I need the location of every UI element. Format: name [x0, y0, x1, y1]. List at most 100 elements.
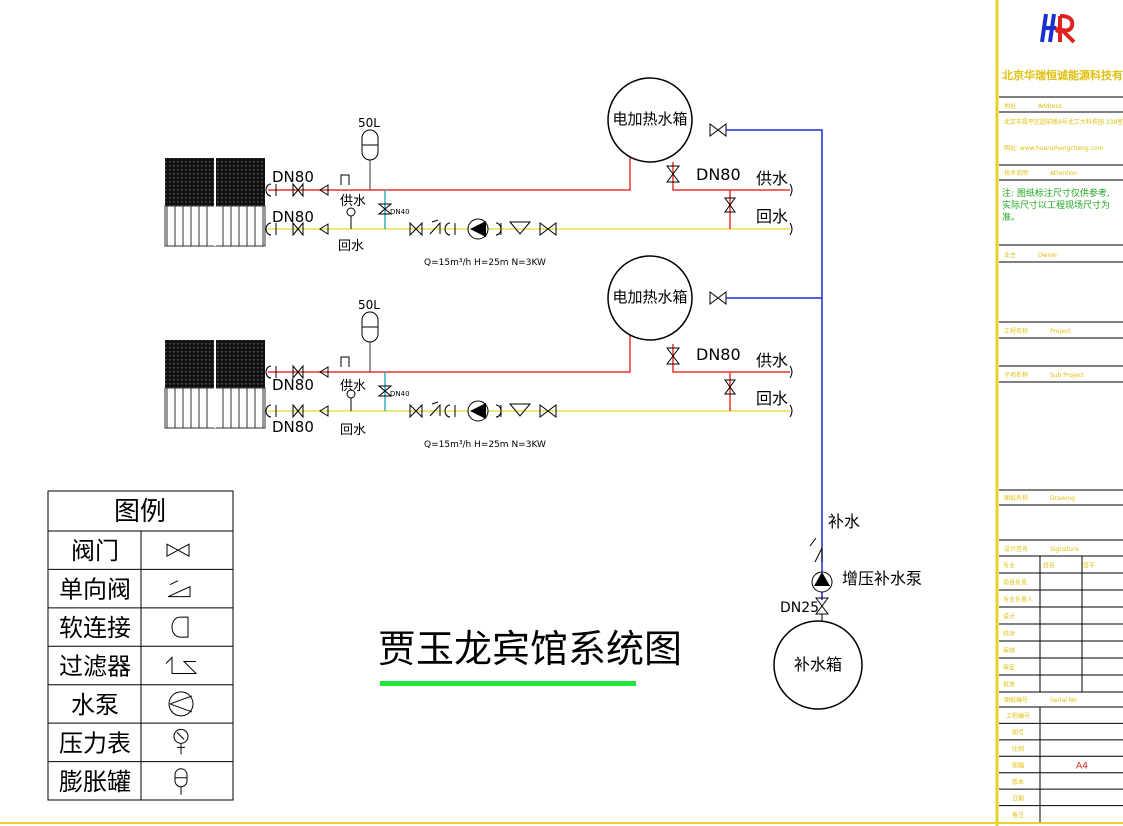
signature-cell: 专业	[1003, 562, 1015, 570]
owner-header: 业主 Owner	[1004, 251, 1058, 259]
signature-table: 专业姓名签字项目负责专业负责人设计校对审核审定批准	[999, 556, 1123, 692]
legend-title: 图例	[114, 497, 166, 527]
gate-valve-icon	[724, 197, 736, 213]
signature-cell: 审定	[1003, 664, 1015, 672]
expansion-label: 50L	[358, 298, 380, 312]
gate-valve-icon	[709, 291, 727, 305]
pump-spec: Q=15m³/h H=25m N=3KW	[424, 258, 546, 268]
makeup-system: 补水 增压补水泵 DN25 补水箱	[726, 129, 922, 710]
signature-cell: 批准	[1003, 681, 1015, 689]
note-text: 注: 图纸标注尺寸仅供参考, 实际尺寸以工程现场尺寸为准。	[1002, 189, 1111, 223]
chiller-unit	[164, 340, 266, 429]
strainer-icon	[265, 404, 277, 418]
pump-icon	[168, 691, 194, 717]
gate-valve-icon	[409, 221, 423, 237]
out-return-label: 回水	[756, 389, 788, 408]
out-dn-label: DN80	[696, 165, 741, 184]
gate-valve-icon	[292, 364, 304, 380]
serial-cell: 图幅	[1012, 762, 1024, 770]
strainer-icon	[165, 656, 198, 674]
check-valve-icon	[167, 580, 191, 598]
signature-cell: 专业负责人	[1003, 596, 1033, 604]
gate-valve-icon	[292, 182, 304, 198]
address-label: 地址 Address	[1004, 102, 1062, 110]
pressure-gauge-icon	[173, 728, 189, 755]
signature-cell: 校对	[1003, 630, 1015, 638]
supply-dn-label: DN80	[272, 168, 314, 186]
expansion-tank-icon	[361, 311, 379, 343]
signature-cell: 审核	[1003, 647, 1015, 655]
tank-label: 电加热水箱	[612, 288, 687, 306]
makeup-tank-label: 补水箱	[794, 655, 842, 674]
electric-heater-tank	[607, 255, 693, 341]
out-dn-label: DN80	[696, 345, 741, 364]
supply-label: 供水	[340, 379, 366, 394]
legend-item-label: 压力表	[59, 729, 131, 757]
pump-icon	[467, 218, 489, 240]
serial-cell: 图号	[1012, 730, 1024, 737]
legend-item-label: 软连接	[59, 614, 131, 642]
check-valve-icon	[809, 537, 823, 563]
serial-header: 图纸编号 Serial No	[1004, 696, 1077, 704]
gate-valve-icon	[409, 403, 423, 419]
legend-item-label: 单向阀	[59, 576, 131, 604]
gate-valve-icon	[292, 403, 304, 419]
serial-cell: 比例	[1012, 745, 1024, 753]
supply-pipe	[268, 150, 631, 191]
supply-pipe	[268, 332, 631, 373]
supply-label: 供水	[340, 194, 366, 209]
gate-valve-icon	[539, 222, 557, 236]
gate-valve-icon	[292, 221, 304, 237]
gate-valve-icon	[377, 203, 393, 215]
chiller-unit	[164, 158, 266, 247]
check-valve-icon	[429, 219, 441, 235]
strainer-icon	[265, 183, 277, 197]
gate-valve-icon	[815, 597, 829, 615]
out-return-label: 回水	[756, 207, 788, 226]
pressure-gauge-icon	[346, 207, 356, 229]
makeup-pipe	[726, 129, 823, 600]
pressure-gauge-icon	[346, 389, 356, 411]
legend-item-label: 水泵	[71, 691, 119, 719]
signature-cell: 设计	[1003, 613, 1015, 621]
legend-item-label: 过滤器	[59, 653, 131, 681]
strainer-icon	[265, 222, 277, 236]
title-block: 北京华瑞恒诚能源科技有限公司 地址 Address 北京市昌平区超前路9号北工大…	[995, 0, 1123, 826]
serial-cell: 备注	[1012, 811, 1024, 819]
website: 网址: www.huaruihengcheng.com	[1004, 144, 1104, 152]
check-valve-icon	[429, 401, 441, 417]
gate-valve-icon	[666, 347, 680, 365]
tank-label: 电加热水箱	[612, 110, 687, 128]
signature-cell: 姓名	[1043, 562, 1055, 570]
gate-valve-icon	[377, 385, 393, 397]
note-header: 技术说明 Attention	[1004, 169, 1078, 177]
pump-icon	[467, 400, 489, 422]
drawing-title: 贾玉龙宾馆系统图	[378, 627, 682, 671]
system-1: 50L DN40 电加热水箱 DN80 DN80 供水 回水 DN80 供水 回…	[164, 77, 793, 268]
title-underline	[380, 681, 636, 686]
gate-valve-icon	[539, 404, 557, 418]
strainer-icon	[508, 221, 532, 235]
gate-valve-icon	[666, 165, 680, 183]
makeup-tank	[773, 620, 863, 710]
subproject-header: 子项名称 Sub Project	[1004, 371, 1084, 379]
expansion-label: 50L	[358, 116, 380, 130]
pump-icon	[811, 571, 833, 593]
return-label: 回水	[338, 239, 364, 254]
out-supply-label: 供水	[756, 169, 788, 188]
strainer-icon	[508, 403, 532, 417]
pump-spec: Q=15m³/h H=25m N=3KW	[424, 440, 546, 450]
makeup-dn-label: DN25	[780, 600, 819, 616]
serial-cell: 工程编号	[1006, 712, 1030, 720]
expansion-tank-icon	[174, 768, 188, 795]
booster-pump-label: 增压补水泵	[842, 569, 922, 588]
out-supply-label: 供水	[756, 351, 788, 370]
gate-valve-icon	[166, 543, 190, 558]
serial-cell: 日期	[1012, 794, 1024, 802]
drawing-header: 图纸名称 Drawing	[1004, 494, 1075, 502]
supply-dn-label: DN80	[272, 376, 314, 394]
gate-valve-icon	[724, 379, 736, 395]
bypass-label: DN40	[390, 390, 410, 398]
makeup-water-label: 补水	[828, 512, 860, 531]
